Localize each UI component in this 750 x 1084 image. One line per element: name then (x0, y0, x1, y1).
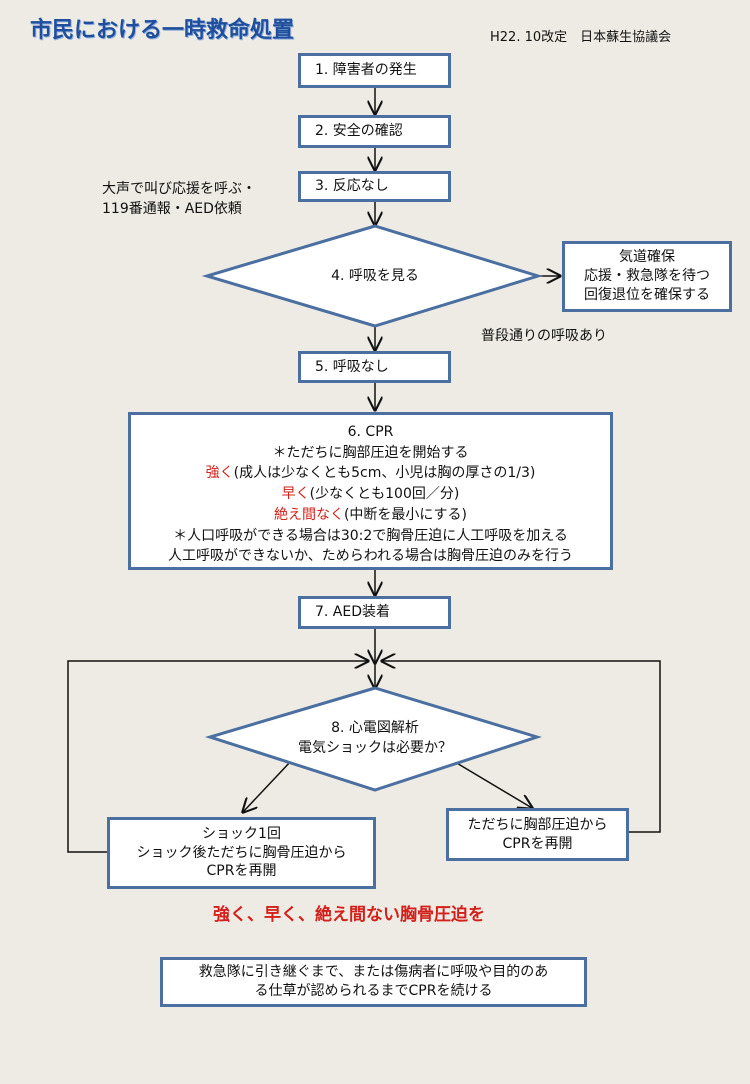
step-5-box: 5. 呼吸なし (298, 351, 451, 383)
step-7-box: 7. AED装着 (298, 596, 451, 629)
step-4-side-line-2: 応援・救急隊を待つ (584, 268, 710, 285)
loop-right (382, 661, 661, 833)
diamond-step-8 (204, 686, 542, 792)
step-6-line-4-text: (中断を最小にする) (343, 506, 468, 523)
step-8-line-1: 8. 心電図解析 (331, 720, 419, 736)
step-6-cpr-box: 6. CPR ＊ただちに胸部圧迫を開始する 強く(成人は少なくとも5cm、小児は… (128, 412, 613, 570)
no-shock-line-1: ただちに胸部圧迫から (467, 816, 608, 833)
no-shock-box: ただちに胸部圧迫から CPRを再開 (446, 808, 629, 861)
step-3-note-line-1: 大声で叫び応援を呼ぶ・ (102, 181, 256, 197)
step-2-label: 2. 安全の確認 (315, 123, 403, 140)
step-6-title: 6. CPR (347, 424, 394, 440)
footer-line-1: 救急隊に引き継ぐまで、または傷病者に呼吸や目的のあ (198, 964, 549, 981)
step-4-side-caption: 普段通りの呼吸あり (481, 328, 607, 344)
step-6-line-2-emphasis: 強く (205, 465, 234, 482)
no-shock-line-2: CPRを再開 (502, 835, 573, 852)
page-subtitle: H22. 10改定 日本蘇生協議会 (490, 30, 672, 45)
step-1-label: 1. 障害者の発生 (315, 62, 417, 79)
step-3-box: 3. 反応なし (298, 171, 451, 202)
step-2-box: 2. 安全の確認 (298, 115, 451, 148)
shock-line-2: ショック後ただちに胸骨圧迫から (136, 844, 347, 861)
step-6-line-3: 早く(少なくとも100回／分) (131, 484, 610, 505)
shock-box: ショック1回 ショック後ただちに胸骨圧迫から CPRを再開 (107, 817, 376, 889)
step-1-box: 1. 障害者の発生 (298, 53, 451, 88)
cpr-slogan: 強く、早く、絶え間ない胸骨圧迫を (213, 905, 485, 925)
step-6-line-3-text: (少なくとも100回／分) (309, 486, 460, 503)
shock-line-1: ショック1回 (202, 825, 281, 842)
page-title: 市民における一時救命処置 (30, 18, 295, 43)
step-3-label: 3. 反応なし (315, 178, 389, 195)
arrow-8-noshock (454, 761, 532, 808)
step-4-side-line-1: 気道確保 (619, 249, 675, 266)
step-6-line-2-text: (成人は少なくとも5cm、小児は胸の厚さの1/3) (233, 465, 536, 482)
step-4-label: 4. 呼吸を見る (331, 268, 419, 284)
shock-line-3: CPRを再開 (206, 863, 277, 880)
step-4-side-box: 気道確保 応援・救急隊を待つ 回復退位を確保する (562, 241, 732, 312)
step-6-line-3-emphasis: 早く (281, 486, 310, 503)
diamond-step-4 (201, 224, 544, 328)
step-6-line-4: 絶え間なく(中断を最小にする) (131, 505, 610, 526)
step-6-line-4-emphasis: 絶え間なく (273, 506, 344, 523)
footer-box: 救急隊に引き継ぐまで、または傷病者に呼吸や目的のあ る仕草が認められるまでCPR… (160, 957, 587, 1007)
arrow-8-shock (243, 759, 293, 812)
step-6-line-1: ＊ただちに胸部圧迫を開始する (272, 444, 469, 461)
footer-line-2: る仕草が認められるまでCPRを続ける (254, 983, 493, 999)
step-8-line-2: 電気ショックは必要か？ (298, 740, 452, 757)
step-5-label: 5. 呼吸なし (315, 358, 389, 375)
step-7-label: 7. AED装着 (315, 604, 391, 621)
loop-left (67, 661, 368, 853)
step-3-note: 大声で叫び応援を呼ぶ・ 119番通報・AED依頼 (102, 180, 256, 219)
step-6-line-2: 強く(成人は少なくとも5cm、小児は胸の厚さの1/3) (131, 463, 610, 484)
step-6-line-5: ＊人口呼吸ができる場合は30:2で胸骨圧迫に人工呼吸を加える (173, 527, 568, 544)
step-8-label: 8. 心電図解析 電気ショックは必要か？ (270, 718, 480, 759)
step-6-line-6: 人工呼吸ができないか、ためらわれる場合は胸骨圧迫のみを行う (167, 548, 574, 565)
step-4-side-line-3: 回復退位を確保する (584, 286, 710, 303)
step-3-note-line-2: 119番通報・AED依頼 (102, 200, 242, 217)
